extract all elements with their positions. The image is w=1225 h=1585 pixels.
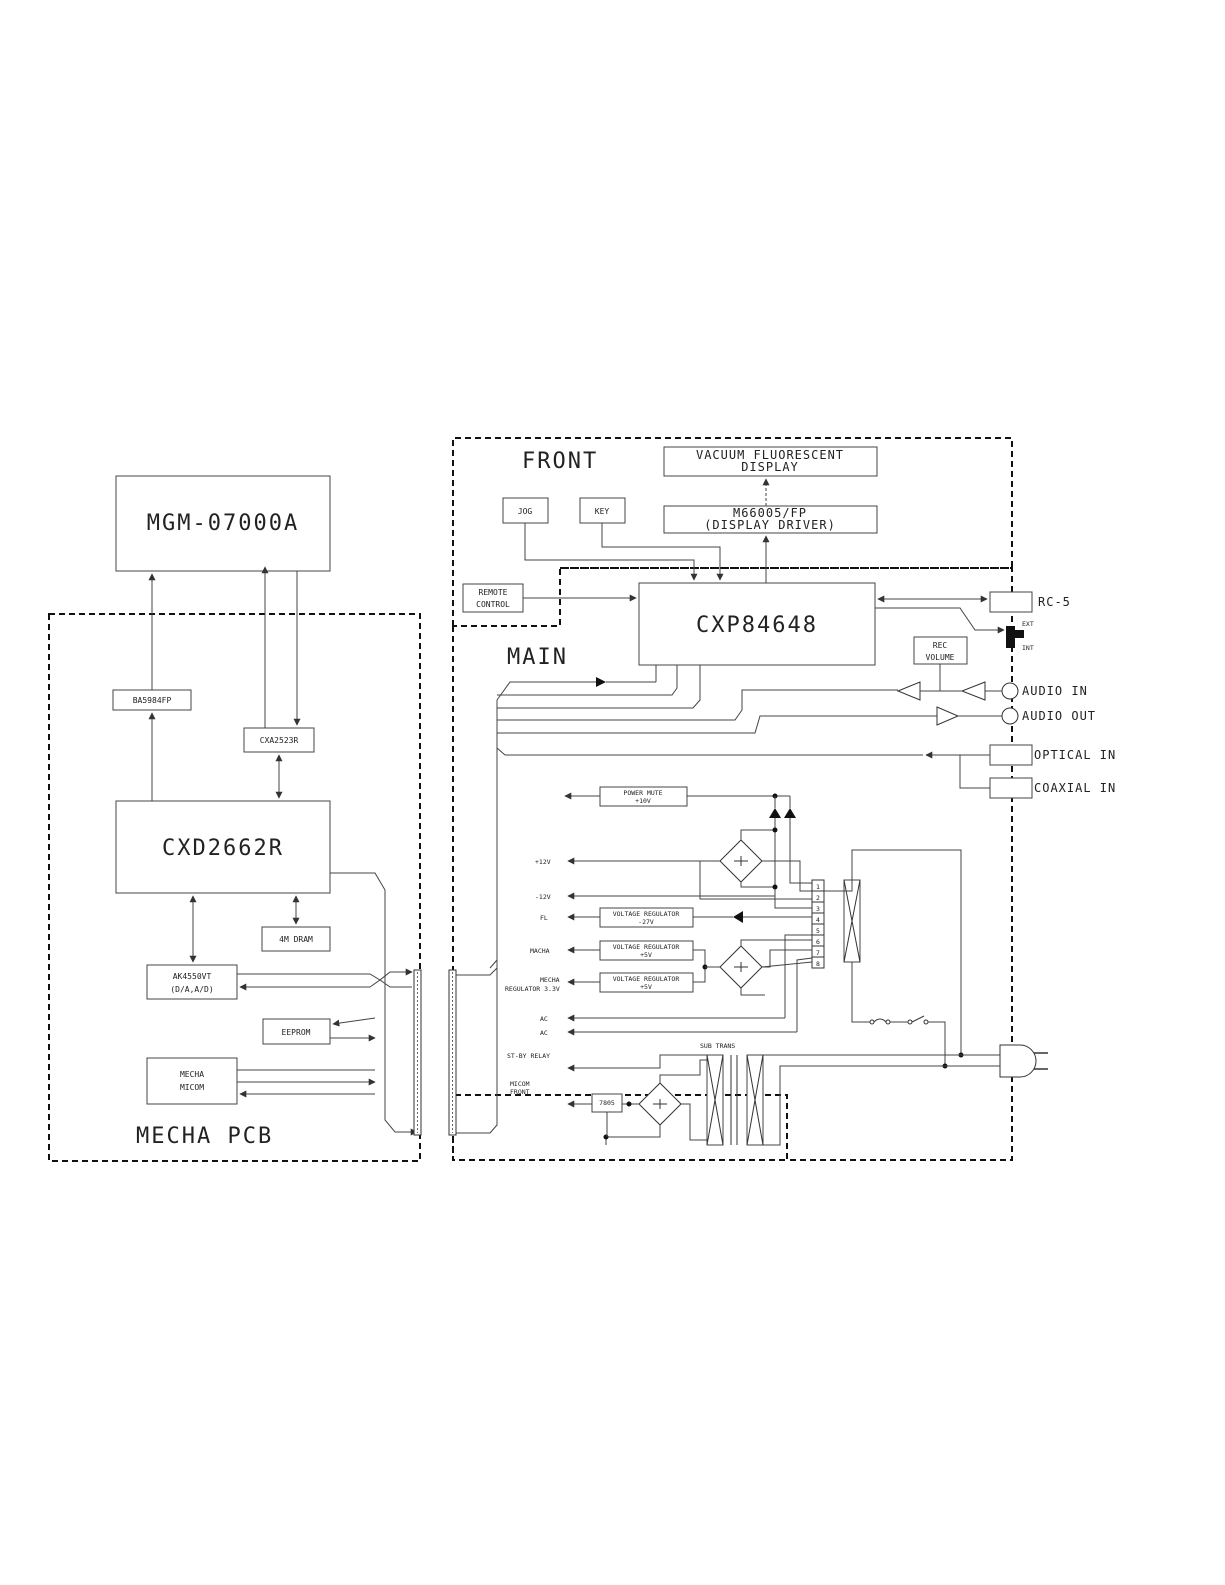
micom-front-label-2: FRONT xyxy=(510,1088,530,1096)
jog-block xyxy=(502,497,549,524)
dram-block xyxy=(261,926,331,952)
amp-in-1 xyxy=(896,681,921,701)
m66005-label-2: (DISPLAY DRIVER) xyxy=(704,518,836,532)
dram-label: 4M DRAM xyxy=(279,935,313,944)
remote-control-label-2: CONTROL xyxy=(476,600,510,609)
power-mute-label-2: +10V xyxy=(635,797,651,805)
ak4550vt-block xyxy=(146,964,238,1000)
audio-in-jack xyxy=(1001,682,1019,700)
vfd-label-1: VACUUM FLUORESCENT xyxy=(696,448,844,462)
rec-volume-block xyxy=(913,636,968,665)
vfd-label-2: DISPLAY xyxy=(741,460,799,474)
amp-out xyxy=(936,706,960,726)
pin-1: 1 xyxy=(816,883,820,891)
vreg-mecha33-label-1: VOLTAGE REGULATOR xyxy=(613,975,680,983)
vreg-fl-label-1: VOLTAGE REGULATOR xyxy=(613,910,680,918)
mecha-pcb-label: MECHA PCB xyxy=(136,1124,273,1149)
pin-7: 7 xyxy=(816,949,820,957)
main-outline xyxy=(452,567,1013,1161)
cxd2662r-label: CXD2662R xyxy=(162,836,284,861)
mecha-micom-block xyxy=(146,1057,238,1105)
micom-front-label-1: MICOM xyxy=(510,1080,530,1088)
reg-7805-label: 7805 xyxy=(599,1099,615,1107)
coaxial-in-block xyxy=(989,777,1033,799)
cxp84648-block xyxy=(638,582,876,666)
int-label: INT xyxy=(1022,644,1034,652)
front-label: FRONT xyxy=(522,449,598,474)
main-label: MAIN xyxy=(507,645,568,670)
ext-label: EXT xyxy=(1022,620,1034,628)
optical-in-block xyxy=(989,744,1033,766)
optical-in-label: OPTICAL IN xyxy=(1034,748,1116,762)
cxa2523r-block xyxy=(243,727,315,753)
vfd-block xyxy=(663,446,878,477)
rc5-block xyxy=(989,591,1033,613)
coaxial-in-label: COAXIAL IN xyxy=(1034,781,1116,795)
rail-mecha33-label-1: MECHA xyxy=(540,976,560,984)
m66005-label-1: M66005/FP xyxy=(733,506,807,520)
rail-fl-label: FL xyxy=(540,914,548,922)
amp-in-2 xyxy=(960,681,986,701)
ac-plug xyxy=(999,1044,1037,1078)
main-outline-left xyxy=(452,626,787,1161)
pin-6: 6 xyxy=(816,938,820,946)
mecha-micom-label-2: MICOM xyxy=(180,1083,204,1092)
mecha-micom-label-1: MECHA xyxy=(180,1070,204,1079)
mgm-07000a-block xyxy=(115,475,331,572)
cxd2662r-block xyxy=(115,800,331,894)
vreg-mecha-label-1: VOLTAGE REGULATOR xyxy=(613,943,680,951)
rec-volume-label-2: VOLUME xyxy=(926,653,955,662)
rail-mecha-label: MACHA xyxy=(530,947,550,955)
ak4550vt-label-2: (D/A,A/D) xyxy=(170,985,213,994)
rc5-label: RC-5 xyxy=(1038,595,1071,609)
m66005-block xyxy=(663,505,878,534)
pin-header xyxy=(811,879,825,969)
pin-8: 8 xyxy=(816,960,820,968)
cxp84648-label: CXP84648 xyxy=(696,613,818,638)
remote-control-block xyxy=(462,583,524,613)
vreg-mecha33-label-2: +5V xyxy=(640,983,652,991)
remote-control-label-1: REMOTE xyxy=(479,588,508,597)
ext-int-switch xyxy=(1006,626,1015,648)
vreg-mecha-label-2: +5V xyxy=(640,951,652,959)
jog-label: JOG xyxy=(518,507,533,516)
rec-volume-label-1: REC xyxy=(933,641,948,650)
eeprom-block xyxy=(262,1018,331,1045)
power-mute-label-1: POWER MUTE xyxy=(623,789,662,797)
vreg-fl-label-2: -27V xyxy=(638,918,654,926)
mgm-07000a-label: MGM-07000A xyxy=(147,511,299,536)
audio-out-label: AUDIO OUT xyxy=(1022,709,1096,723)
pin-3: 3 xyxy=(816,905,820,913)
key-label: KEY xyxy=(595,507,610,516)
ak4550vt-label-1: AK4550VT xyxy=(173,972,212,981)
fuse-and-switch xyxy=(869,1015,929,1025)
sub-trans-label: SUB TRANS xyxy=(700,1042,735,1050)
rail-mecha33-label-2: REGULATOR 3.3V xyxy=(505,985,560,993)
rail-ac2-label: AC xyxy=(540,1029,548,1037)
eeprom-label: EEPROM xyxy=(282,1028,311,1037)
ba5984fp-label: BA5984FP xyxy=(133,696,172,705)
pin-4: 4 xyxy=(816,916,820,924)
rail-m12-label: -12V xyxy=(535,893,551,901)
rail-ac1-label: AC xyxy=(540,1015,548,1023)
audio-in-label: AUDIO IN xyxy=(1022,684,1088,698)
cxa2523r-label: CXA2523R xyxy=(260,736,299,745)
stby-relay-label: ST-BY RELAY xyxy=(507,1052,550,1060)
key-block xyxy=(579,497,626,524)
audio-out-jack xyxy=(1001,707,1019,725)
mecha-pcb-outline xyxy=(48,613,421,1162)
pin-2: 2 xyxy=(816,894,820,902)
pin-5: 5 xyxy=(816,927,820,935)
rail-p12-label: +12V xyxy=(535,858,551,866)
